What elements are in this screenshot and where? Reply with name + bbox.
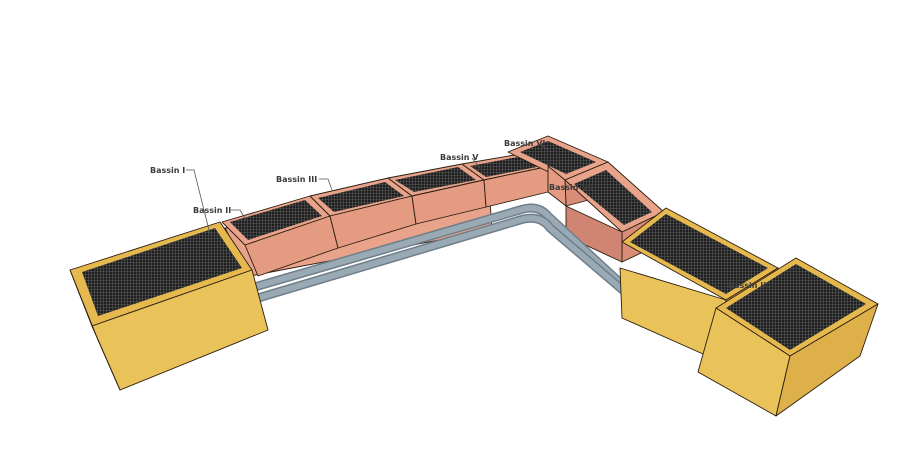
basin-1-grate (82, 228, 242, 316)
pipe-bundle (253, 203, 637, 303)
label-bassin-3: Bassin III (276, 175, 317, 184)
label-bassin-5: Bassin V (440, 153, 479, 162)
label-bassin-9: Bassin IX (728, 281, 770, 290)
basin-3 (309, 177, 417, 249)
basin-9 (697, 257, 879, 417)
labels: Bassin I Bassin II Bassin III Bassin V B… (150, 139, 770, 290)
basin-1 (69, 221, 269, 391)
label-bassin-7: Bassin VII (549, 183, 593, 192)
label-bassin-2: Bassin II (193, 206, 231, 215)
label-bassin-1: Bassin I (150, 166, 185, 175)
basin-1-side (69, 269, 121, 391)
basin-2 (221, 195, 339, 277)
label-bassin-6: Bassin VI (504, 139, 545, 148)
pink-basin-chain (221, 135, 665, 277)
